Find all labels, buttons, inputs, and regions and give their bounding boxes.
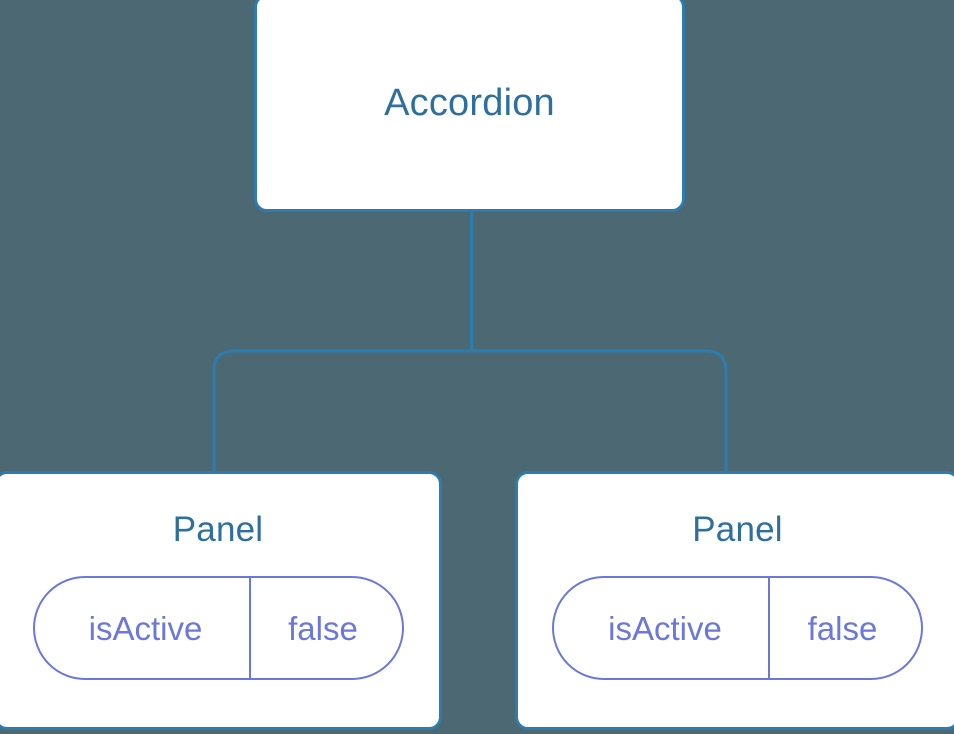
prop-value-isactive: false <box>248 578 402 678</box>
edge-split-left <box>212 349 472 478</box>
node-accordion-title: Accordion <box>384 82 555 124</box>
node-panel-right-title: Panel <box>692 510 783 549</box>
edge-split-right <box>471 349 728 478</box>
node-panel-left[interactable]: Panel isActive false <box>0 471 442 730</box>
node-panel-right-prop-pill[interactable]: isActive false <box>552 576 923 680</box>
prop-key-isactive: isActive <box>88 609 203 647</box>
node-panel-left-title: Panel <box>172 510 264 549</box>
node-panel-left-prop-pill[interactable]: isActive false <box>32 576 404 680</box>
prop-value-isactive: false <box>768 578 921 678</box>
node-panel-right[interactable]: Panel isActive false <box>515 471 954 730</box>
prop-key-isactive: isActive <box>608 609 722 647</box>
node-accordion[interactable]: Accordion <box>254 0 685 212</box>
